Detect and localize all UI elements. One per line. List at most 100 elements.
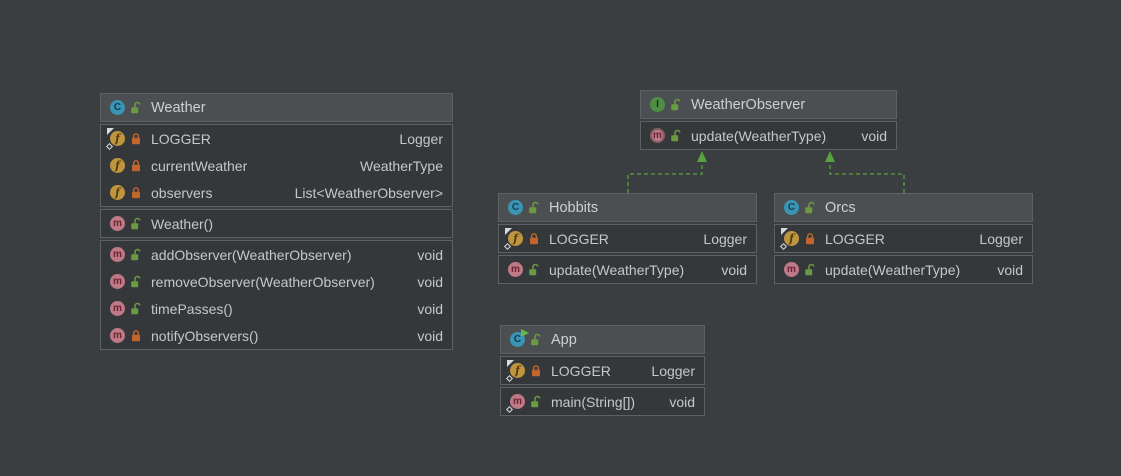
unlock-icon xyxy=(130,101,142,114)
field-icon: f xyxy=(779,228,799,251)
node-title: App xyxy=(551,331,577,348)
method-icon: m xyxy=(650,128,665,143)
member-name: update(WeatherType) xyxy=(825,261,961,278)
member-name: LOGGER xyxy=(549,230,609,247)
member-type: List<WeatherObserver> xyxy=(294,184,443,201)
final-marker-icon xyxy=(505,228,512,235)
realization-edge-orcs-to-weatherobserver xyxy=(825,151,905,193)
member-name: update(WeatherType) xyxy=(549,261,685,278)
realization-edge-hobbits-to-weatherobserver xyxy=(627,151,707,193)
member-type: void xyxy=(417,327,443,344)
node-header-row[interactable]: C App xyxy=(501,326,704,353)
lock-icon xyxy=(130,159,142,172)
member-type: void xyxy=(417,273,443,290)
final-marker-icon xyxy=(507,360,514,367)
member-type: Logger xyxy=(979,230,1023,247)
member-type: WeatherType xyxy=(359,157,443,174)
lock-icon xyxy=(530,364,542,377)
node-header[interactable]: C Hobbits xyxy=(498,193,757,222)
final-marker-icon xyxy=(781,228,788,235)
interface-icon: I xyxy=(650,97,665,112)
member-type: Logger xyxy=(399,130,443,147)
members-section: f LOGGER Logger xyxy=(774,224,1033,253)
static-marker-icon xyxy=(505,374,514,383)
static-marker-icon xyxy=(503,242,512,251)
member-type: void xyxy=(669,393,695,410)
final-marker-icon xyxy=(107,128,114,135)
realization-arrowhead-icon xyxy=(825,151,835,162)
member-type: void xyxy=(997,261,1023,278)
node-header-row[interactable]: C Hobbits xyxy=(499,194,756,221)
lock-icon xyxy=(130,186,142,199)
member-name: LOGGER xyxy=(551,362,611,379)
member-name: LOGGER xyxy=(825,230,885,247)
member-name: Weather() xyxy=(151,215,213,232)
member-name: main(String[]) xyxy=(551,393,636,410)
unlock-icon xyxy=(670,98,682,111)
member-name: observers xyxy=(151,184,213,201)
method-icon: m xyxy=(505,394,525,414)
node-title: Hobbits xyxy=(549,199,599,216)
field-icon: f xyxy=(110,185,125,200)
static-marker-icon xyxy=(105,142,114,151)
class-icon: C xyxy=(110,100,125,115)
member-name: addObserver(WeatherObserver) xyxy=(151,246,352,263)
field-icon: f xyxy=(110,158,125,173)
member-row[interactable]: f LOGGER Logger xyxy=(499,225,756,252)
member-row[interactable]: f currentWeather WeatherType xyxy=(101,152,452,179)
member-row[interactable]: m Weather() xyxy=(101,210,452,237)
class-icon: C xyxy=(510,329,529,347)
lock-icon xyxy=(130,132,142,145)
node-title: Orcs xyxy=(825,199,856,216)
method-icon: m xyxy=(110,274,125,289)
field-icon: f xyxy=(503,228,523,251)
member-row[interactable]: f observers List<WeatherObserver> xyxy=(101,179,452,206)
unlock-icon xyxy=(530,333,542,346)
static-marker-icon xyxy=(779,242,788,251)
unlock-icon xyxy=(528,201,540,214)
class-icon: C xyxy=(508,200,523,215)
member-name: notifyObservers() xyxy=(151,327,259,344)
unlock-icon xyxy=(670,129,682,142)
member-type: Logger xyxy=(703,230,747,247)
static-marker-icon xyxy=(505,405,514,414)
members-section: m Weather() xyxy=(100,209,453,238)
field-icon: f xyxy=(505,360,525,383)
unlock-icon xyxy=(130,275,142,288)
member-name: timePasses() xyxy=(151,300,233,317)
member-row[interactable]: m main(String[]) void xyxy=(501,388,704,415)
member-row[interactable]: f LOGGER Logger xyxy=(775,225,1032,252)
method-icon: m xyxy=(110,216,125,231)
node-header[interactable]: C App xyxy=(500,325,705,354)
lock-icon xyxy=(130,329,142,342)
member-name: currentWeather xyxy=(151,157,248,174)
member-type: void xyxy=(721,261,747,278)
method-icon: m xyxy=(110,301,125,316)
